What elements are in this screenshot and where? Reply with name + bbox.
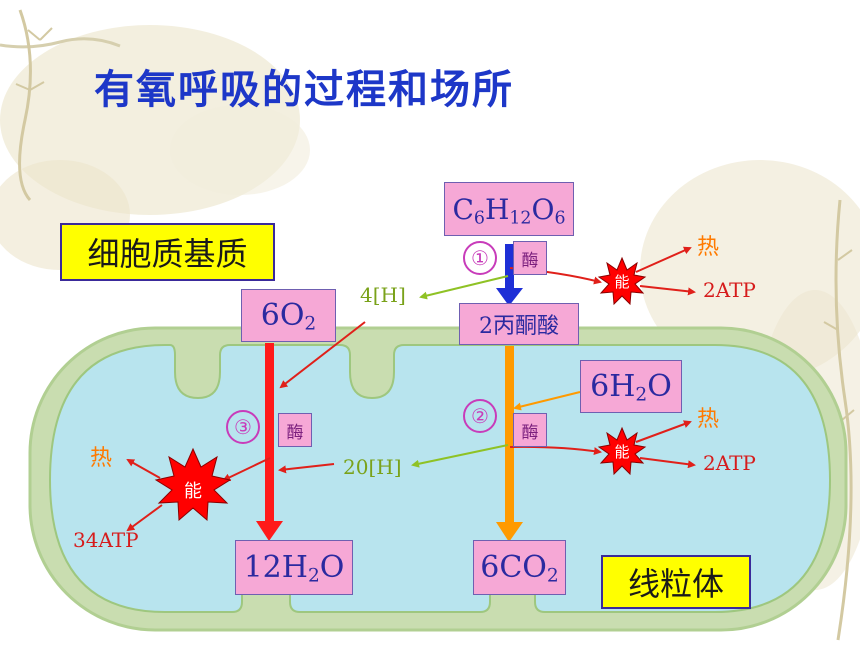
water-in-formula: 6H2O [590, 369, 672, 406]
energy-label-2: 能 [614, 442, 630, 461]
energy-label-1: 能 [614, 272, 630, 291]
enzyme-stage2: 酶 [513, 413, 547, 447]
stage2-atp-arrow [639, 457, 696, 469]
water-out-formula: 12H2O [243, 550, 345, 587]
energy-star-2 [597, 426, 647, 476]
stage2-arrow-shaft [505, 346, 514, 524]
atp-label-1: 2ATP [703, 278, 756, 302]
energy-label-3: 能 [184, 481, 202, 502]
atp-label-3: 34ATP [73, 528, 139, 552]
water-in-box: 6H2O [580, 360, 682, 413]
cytoplasm-label-box: 细胞质基质 [60, 223, 275, 281]
step-3-marker: ③ [226, 410, 260, 444]
atp-label-2: 2ATP [703, 451, 756, 475]
enzyme-stage1: 酶 [513, 241, 547, 275]
page-title: 有氧呼吸的过程和场所 [94, 66, 514, 113]
stage3-to-energy-arrow [222, 457, 271, 482]
oxygen-box: 6O2 [241, 289, 336, 342]
stage2-arrow-head [496, 522, 523, 542]
stage3-heat-arrow [126, 459, 161, 479]
glycolysis-arrow-shaft [505, 244, 514, 290]
cytoplasm-label: 细胞质基质 [87, 235, 248, 273]
stage3-atp-arrow [126, 504, 163, 532]
energy-star-3 [154, 447, 232, 522]
oxygen-formula: 6O2 [260, 298, 317, 335]
hydrogen-label-1: 4[H] [360, 283, 406, 307]
h2-to-stage3-arrow [278, 463, 335, 474]
energy-star-1 [597, 256, 647, 306]
water-out-box: 12H2O [235, 540, 353, 595]
pyruvate-box: 2丙酮酸 [459, 303, 579, 345]
step-1-marker: ① [463, 241, 497, 275]
water-in-arrow [513, 391, 581, 411]
heat-label-2: 热 [697, 407, 720, 432]
hydrogen-label-2: 20[H] [343, 455, 402, 479]
glucose-formula: C6H12O6 [452, 192, 566, 228]
stage1-heat-arrow [635, 246, 692, 273]
glucose-box: C6H12O6 [444, 182, 574, 236]
co2-box: 6CO2 [473, 540, 566, 595]
pyruvate-label: 2丙酮酸 [479, 314, 559, 339]
mitochondria-label-box: 线粒体 [601, 555, 751, 609]
stage2-heat-arrow [635, 420, 692, 443]
glycolysis-arrow-head [496, 288, 523, 306]
heat-label-3: 热 [90, 446, 113, 471]
stage3-arrow-shaft [265, 343, 274, 523]
h1-arrow [419, 275, 509, 300]
enzyme-stage3: 酶 [278, 413, 312, 447]
stage1-atp-arrow [639, 285, 696, 296]
co2-formula: 6CO2 [480, 550, 559, 587]
stage3-arrow-head [256, 521, 283, 541]
h2-arrow [411, 444, 509, 468]
mitochondria-label: 线粒体 [627, 565, 724, 603]
h1-to-stage3-arrow [279, 321, 366, 389]
heat-label-1: 热 [697, 235, 720, 260]
step-2-marker: ② [463, 399, 497, 433]
